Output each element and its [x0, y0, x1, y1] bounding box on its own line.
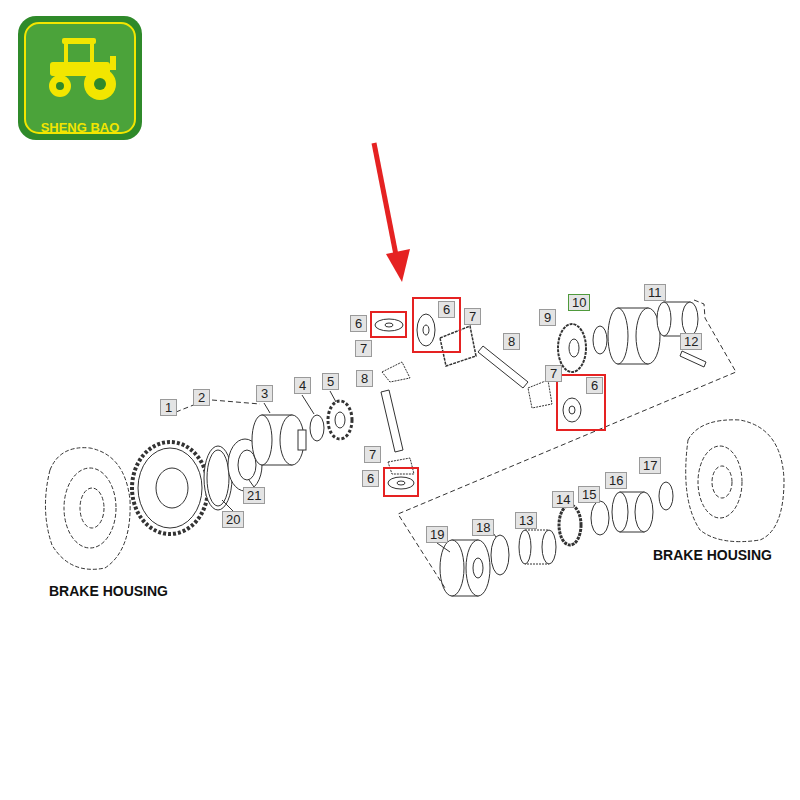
- node-text: SHENG BAO: [41, 120, 120, 135]
- highlight-box: [371, 298, 605, 496]
- node-text: 17: [643, 458, 657, 473]
- leader-line: [222, 391, 496, 552]
- pinion-gear: [528, 380, 552, 408]
- bevel-gear: [558, 324, 586, 372]
- thrust-washer: [417, 314, 435, 346]
- assembly-line: [176, 300, 736, 588]
- node-text: 20: [226, 512, 240, 527]
- node-text: 10: [572, 295, 586, 310]
- callout-number: 14: [552, 491, 574, 508]
- snap-ring: [659, 482, 673, 510]
- clutch-hub: [519, 530, 556, 564]
- callout-number: 6: [350, 315, 367, 332]
- node-text: 8: [361, 371, 368, 386]
- snap-ring: [204, 446, 232, 510]
- sleeve: [612, 492, 653, 532]
- hub: [440, 540, 490, 596]
- node-text: 7: [369, 447, 376, 462]
- node-text: 5: [327, 374, 334, 389]
- node-text: 15: [582, 487, 596, 502]
- node-text: 6: [367, 471, 374, 486]
- brake-housing: [686, 420, 784, 542]
- node-text: 4: [299, 378, 306, 393]
- ring: [593, 326, 607, 354]
- node-text: 6: [591, 378, 598, 393]
- ring: [591, 501, 609, 535]
- callout-number: 1: [160, 399, 177, 416]
- callout-number: 18: [472, 519, 494, 536]
- callout-number: 11: [644, 284, 666, 301]
- node-text: 7: [360, 341, 367, 356]
- housing-label: BRAKE HOUSING: [653, 547, 772, 563]
- callout-number: 2: [193, 389, 210, 406]
- logo-frame: [25, 23, 135, 133]
- node-text: 12: [684, 334, 698, 349]
- pinion-gear: [388, 458, 414, 474]
- thrust-washer: [388, 477, 414, 489]
- ring: [491, 535, 509, 575]
- node-text: 6: [443, 302, 450, 317]
- ring-gear: [132, 442, 208, 534]
- node-text: 6: [355, 316, 362, 331]
- housing-label: BRAKE HOUSING: [49, 583, 168, 599]
- callout-number: 3: [256, 385, 273, 402]
- differential-case: [608, 308, 660, 364]
- callout-number: 7: [364, 446, 381, 463]
- gear: [328, 401, 352, 439]
- node-text: 8: [508, 334, 515, 349]
- callout-number: 10: [568, 294, 590, 311]
- o-ring: [310, 415, 324, 441]
- logo-badge: SHENG BAO: [18, 16, 142, 140]
- callout-number: 6: [438, 301, 455, 318]
- callout-number: 4: [294, 377, 311, 394]
- callout-number: 17: [639, 457, 661, 474]
- callout-number: 19: [426, 526, 448, 543]
- callout-number: 7: [464, 308, 481, 325]
- node-text: 13: [519, 513, 533, 528]
- node-text: 11: [648, 285, 662, 300]
- pin: [680, 351, 706, 367]
- node-text: 2: [198, 390, 205, 405]
- callout-number: 6: [586, 377, 603, 394]
- pointer-head: [386, 249, 410, 282]
- callout-number: 21: [243, 487, 265, 504]
- pin: [478, 346, 528, 388]
- callout-number: 15: [578, 486, 600, 503]
- callout-number: 5: [322, 373, 339, 390]
- callout-number: 9: [539, 309, 556, 326]
- pointer-arrow: [374, 143, 396, 255]
- callout-number: 20: [222, 511, 244, 528]
- differential-carrier: [252, 415, 306, 465]
- callout-number: 7: [355, 340, 372, 357]
- node-text: 1: [165, 400, 172, 415]
- friction-disc: [559, 505, 581, 545]
- callout-number: 6: [362, 470, 379, 487]
- callout-number: 12: [680, 333, 702, 350]
- thrust-washer: [563, 398, 581, 422]
- pin: [381, 390, 403, 452]
- node-text: 3: [261, 386, 268, 401]
- node-text: 21: [247, 488, 261, 503]
- node-text: 9: [544, 310, 551, 325]
- callout-number: 8: [356, 370, 373, 387]
- node-text: 19: [430, 527, 444, 542]
- callout-number: 7: [545, 365, 562, 382]
- node-text: 16: [609, 473, 623, 488]
- callout-number: 16: [605, 472, 627, 489]
- node-text: 14: [556, 492, 570, 507]
- node-text: 7: [550, 366, 557, 381]
- callout-number: 13: [515, 512, 537, 529]
- pinion-gear: [382, 362, 410, 382]
- thrust-washer: [375, 319, 403, 331]
- callout-number: 8: [503, 333, 520, 350]
- brake-housing: [45, 448, 130, 570]
- spring-pack: [657, 302, 698, 336]
- side-gear: [440, 326, 476, 366]
- logo-badge: [18, 16, 142, 140]
- node-text: 18: [476, 520, 490, 535]
- tractor-icon: [49, 38, 116, 100]
- node-text: 7: [469, 309, 476, 324]
